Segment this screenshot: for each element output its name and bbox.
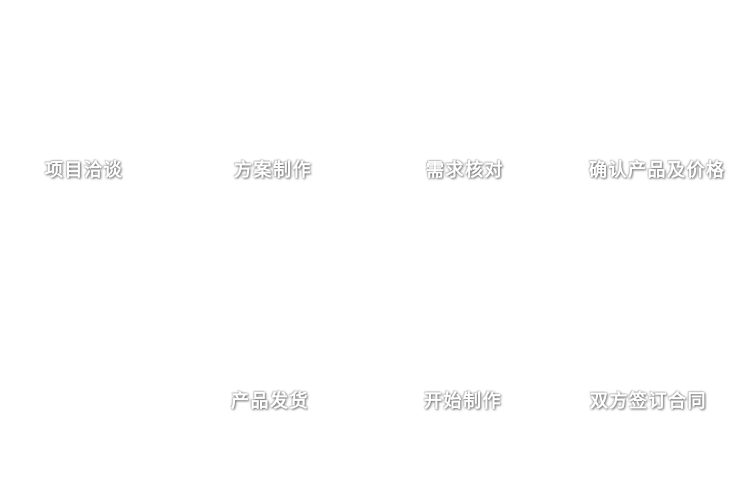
step-start-production: 开始制作 [424, 391, 502, 411]
step-requirement-check: 需求核对 [426, 160, 504, 180]
step-confirm-product-price: 确认产品及价格 [589, 160, 726, 180]
step-project-negotiation: 项目洽谈 [45, 160, 123, 180]
step-plan-creation: 方案制作 [234, 160, 312, 180]
step-sign-contract: 双方签订合同 [590, 391, 707, 411]
step-product-shipment: 产品发货 [231, 391, 309, 411]
